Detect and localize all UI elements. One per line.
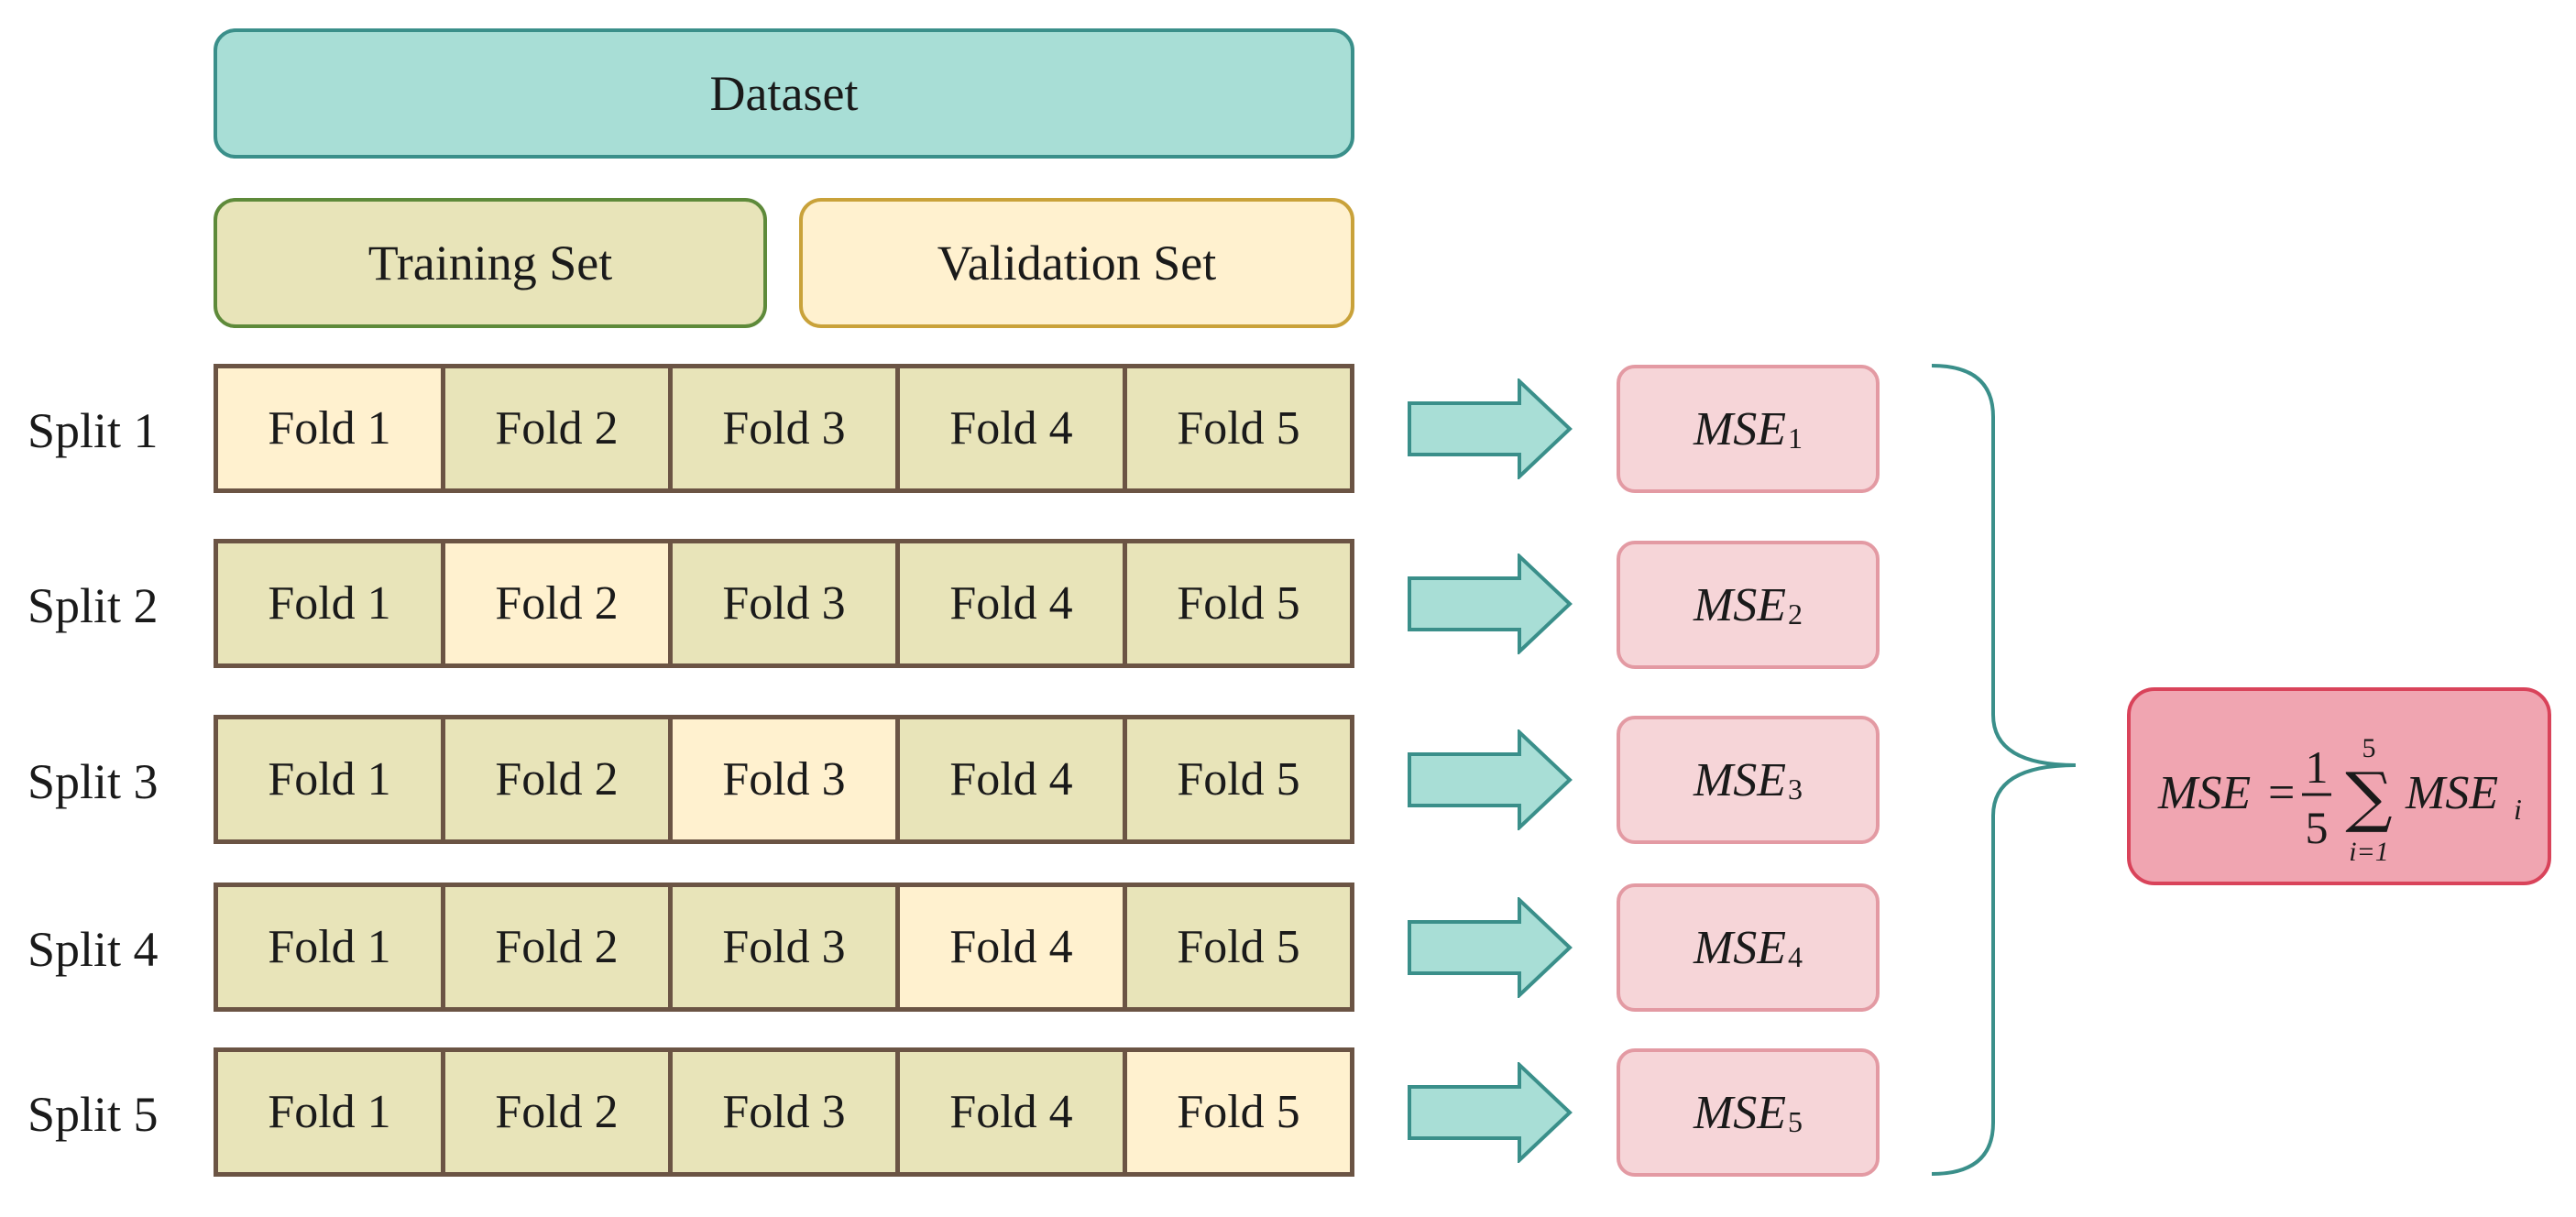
formula-equals: =: [2268, 767, 2295, 819]
mse-label: MSE: [1693, 753, 1787, 806]
validation-fold-cell: Fold 3: [673, 719, 900, 839]
training-fold-cell: Fold 5: [1127, 719, 1350, 839]
mse-label: MSE: [1693, 402, 1787, 455]
mse-label: MSE: [1693, 578, 1787, 631]
mse-average-formula: MSE = 1 5 5 ∑ i=1 MSE i: [2127, 687, 2551, 885]
mse-label: MSE: [1693, 921, 1787, 974]
formula-term: MSE: [2405, 767, 2498, 819]
right-arrow-icon: [1408, 897, 1573, 998]
right-arrow-icon: [1408, 378, 1573, 479]
training-fold-cell: Fold 5: [1127, 887, 1350, 1007]
brace-icon: [1931, 364, 2077, 1176]
training-fold-cell: Fold 3: [673, 887, 900, 1007]
formula-upper-limit: 5: [2362, 733, 2376, 763]
validation-set-label: Validation Set: [937, 236, 1217, 291]
mse-label: MSE: [1693, 1086, 1787, 1139]
mse-subscript: 4: [1788, 939, 1803, 973]
dataset-box: Dataset: [214, 28, 1354, 159]
training-fold-cell: Fold 3: [673, 543, 900, 663]
right-arrow-icon: [1408, 554, 1573, 654]
training-fold-cell: Fold 2: [445, 887, 673, 1007]
formula-denominator: 5: [2306, 802, 2329, 853]
split-label: Split 1: [27, 403, 159, 458]
split-label: Split 3: [27, 754, 159, 809]
mse-subscript: 1: [1788, 421, 1803, 455]
training-set-box: Training Set: [214, 198, 767, 328]
training-fold-cell: Fold 1: [218, 1052, 445, 1172]
validation-fold-cell: Fold 4: [900, 887, 1127, 1007]
training-fold-cell: Fold 4: [900, 543, 1127, 663]
validation-fold-cell: Fold 5: [1127, 1052, 1350, 1172]
mse-subscript: 5: [1788, 1104, 1803, 1138]
training-fold-cell: Fold 3: [673, 1052, 900, 1172]
training-fold-cell: Fold 5: [1127, 543, 1350, 663]
split-label: Split 4: [27, 922, 159, 977]
formula-numerator: 1: [2306, 741, 2329, 793]
mse-subscript: 3: [1788, 772, 1803, 806]
mse-subscript: 2: [1788, 597, 1803, 630]
right-arrow-icon: [1408, 1062, 1573, 1163]
right-arrow-icon: [1408, 729, 1573, 830]
training-fold-cell: Fold 5: [1127, 368, 1350, 488]
validation-fold-cell: Fold 2: [445, 543, 673, 663]
formula-lhs: MSE: [2157, 767, 2251, 819]
training-set-label: Training Set: [367, 236, 613, 291]
training-fold-cell: Fold 3: [673, 368, 900, 488]
training-fold-cell: Fold 4: [900, 368, 1127, 488]
training-fold-cell: Fold 4: [900, 1052, 1127, 1172]
validation-set-box: Validation Set: [799, 198, 1354, 328]
training-fold-cell: Fold 1: [218, 543, 445, 663]
validation-fold-cell: Fold 1: [218, 368, 445, 488]
training-fold-cell: Fold 2: [445, 1052, 673, 1172]
split-label: Split 5: [27, 1087, 159, 1142]
formula-term-sub: i: [2514, 793, 2522, 826]
training-fold-cell: Fold 4: [900, 719, 1127, 839]
formula-lower-limit: i=1: [2349, 837, 2389, 867]
training-fold-cell: Fold 2: [445, 719, 673, 839]
split-label: Split 2: [27, 578, 159, 633]
training-fold-cell: Fold 1: [218, 887, 445, 1007]
sigma-icon: ∑: [2345, 758, 2392, 835]
training-fold-cell: Fold 2: [445, 368, 673, 488]
training-fold-cell: Fold 1: [218, 719, 445, 839]
dataset-label: Dataset: [709, 66, 859, 121]
